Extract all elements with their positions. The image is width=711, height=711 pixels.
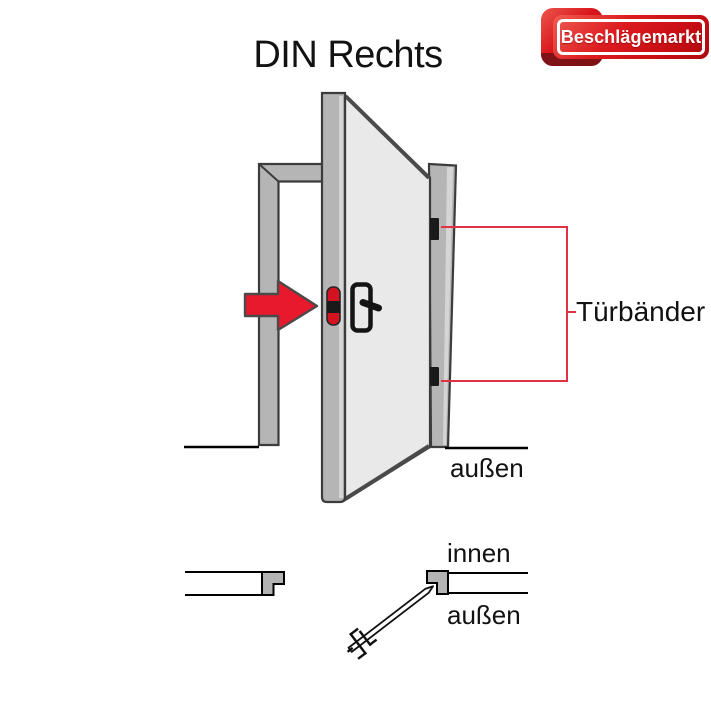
- lock-indicator-icon: [326, 286, 341, 326]
- key-icon: [346, 585, 434, 660]
- hinge-icons: [430, 218, 439, 386]
- hinge-bottom-icon: [430, 367, 439, 386]
- logo-text: Beschlägemarkt: [560, 26, 702, 47]
- hinge-callout-bracket: [441, 226, 576, 382]
- section-right: [426, 570, 528, 595]
- hinge-top-icon: [430, 218, 439, 240]
- logo-pill: Beschlägemarkt: [553, 15, 709, 59]
- hinge-label: Türbänder: [576, 296, 706, 327]
- outside-section-label: außen: [447, 600, 521, 630]
- floor-lines: [184, 445, 528, 450]
- logo-pill-border: Beschlägemarkt: [557, 19, 705, 55]
- inside-section-label: innen: [447, 538, 511, 568]
- brand-logo: Beschlägemarkt: [541, 6, 711, 68]
- direction-arrow-icon: [243, 279, 319, 332]
- door-frame-right: [427, 162, 458, 449]
- section-left: [185, 571, 285, 596]
- page-title: DIN Rechts: [253, 34, 443, 76]
- outside-label: außen: [450, 453, 524, 483]
- door-handle-icon: [350, 282, 382, 333]
